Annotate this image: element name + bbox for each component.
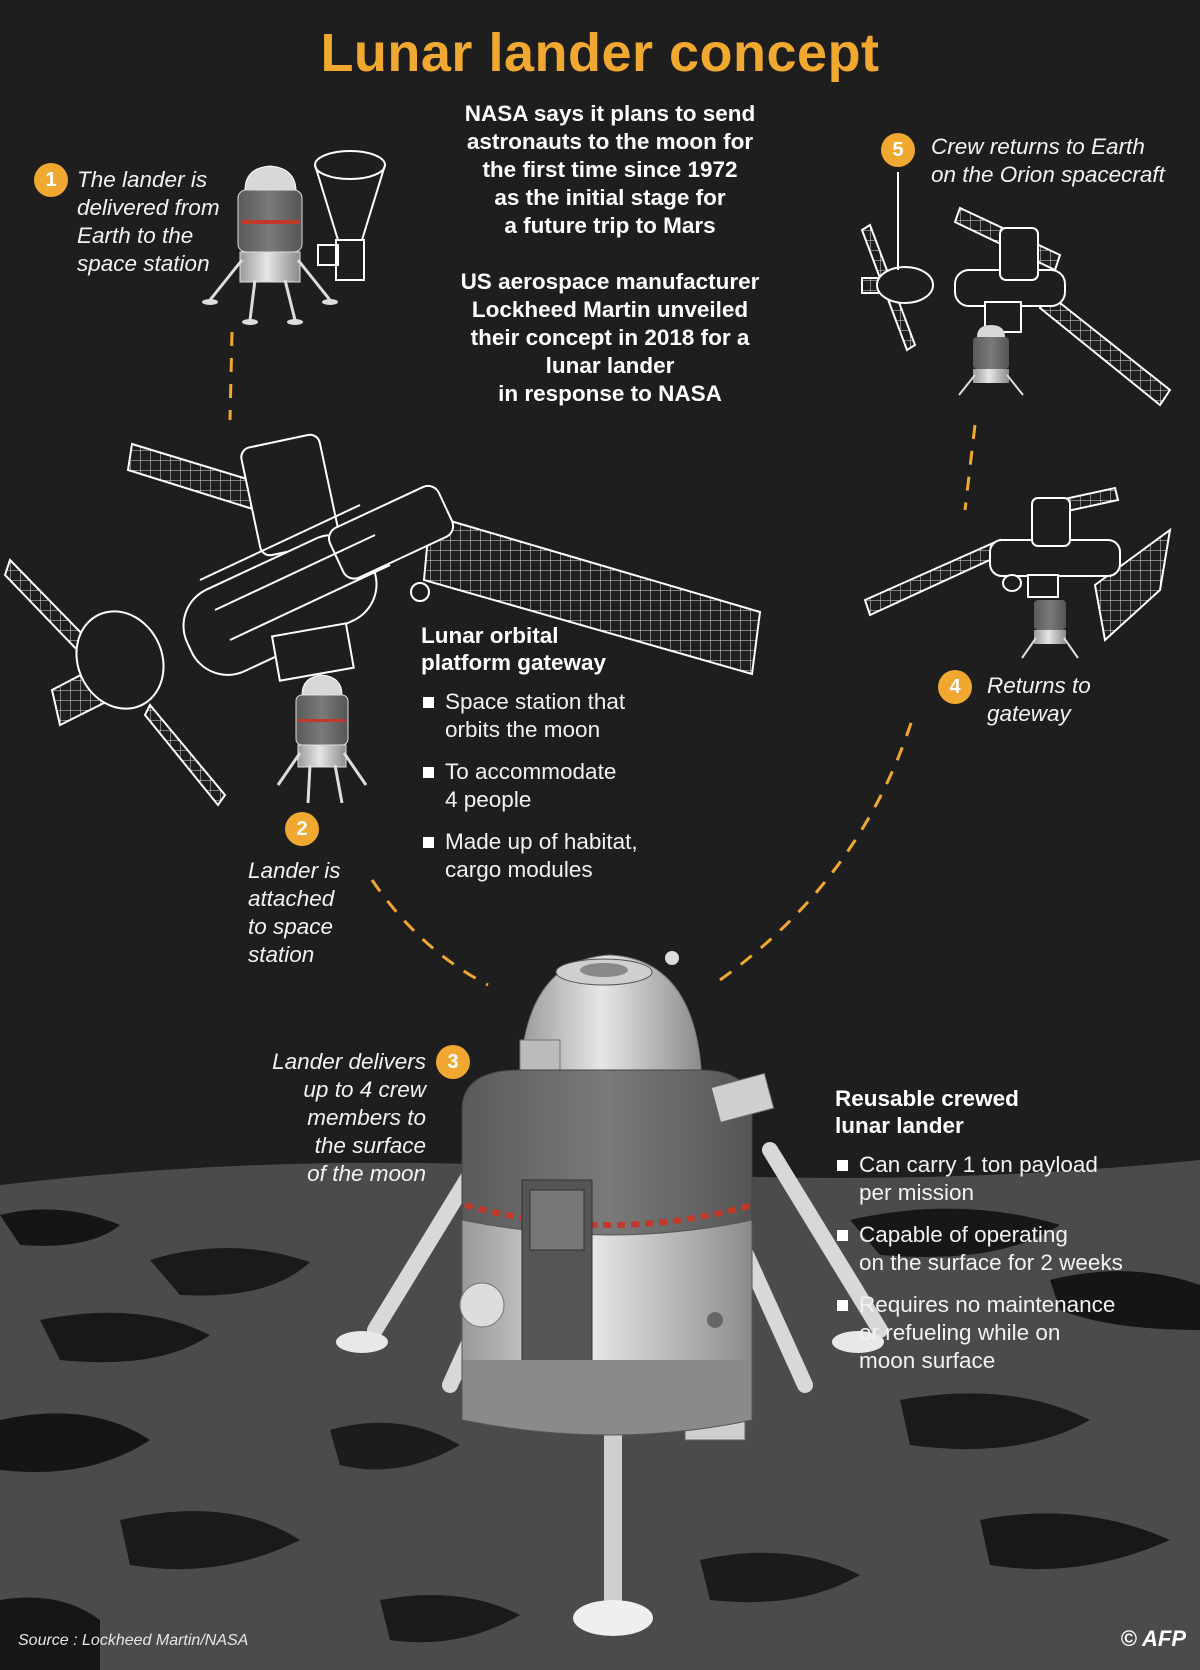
bullet-square-icon: [837, 1160, 848, 1171]
step-4-badge: 4: [938, 670, 972, 704]
orion-gateway-icon: [860, 172, 1172, 407]
bullet-square-icon: [837, 1230, 848, 1241]
trajectory-lines: [228, 331, 977, 987]
source-credit: Source : Lockheed Martin/NASA: [18, 1632, 249, 1649]
step-5-text: Crew returns to Earth on the Orion space…: [931, 134, 1165, 187]
gateway-bullet-3: Made up of habitat, cargo modules: [421, 828, 741, 884]
orion-spacecraft-icon: [314, 150, 386, 281]
intro-paragraph-2: US aerospace manufacturer Lockheed Marti…: [460, 269, 760, 406]
lander-small-icon: [202, 165, 338, 325]
lander-attached-icon: [276, 674, 368, 804]
lander-return-icon: [958, 325, 1024, 396]
bullet-square-icon: [423, 767, 434, 778]
gateway-info: Lunar orbital platform gateway Space sta…: [421, 622, 741, 898]
lander-info: Reusable crewed lunar lander Can carry 1…: [835, 1085, 1180, 1389]
step-1-text: The lander is delivered from Earth to th…: [77, 167, 220, 276]
lander-bullet-1: Can carry 1 ton payload per mission: [835, 1151, 1180, 1207]
lander-docked-icon: [1021, 600, 1079, 659]
gateway-station-icon: [3, 433, 762, 807]
step-3-text: Lander delivers up to 4 crew members to …: [272, 1049, 426, 1186]
step-3-badge: 3: [436, 1045, 470, 1079]
step-1-badge: 1: [34, 163, 68, 197]
lander-bullet-3: Requires no maintenance or refueling whi…: [835, 1291, 1180, 1375]
gateway-return-icon: [863, 486, 1172, 642]
gateway-bullet-1: Space station that orbits the moon: [421, 688, 741, 744]
step-5-badge: 5: [881, 133, 915, 167]
intro-text: NASA says it plans to send astronauts to…: [430, 100, 790, 408]
gateway-heading: Lunar orbital platform gateway: [421, 623, 607, 675]
intro-paragraph-1: NASA says it plans to send astronauts to…: [464, 101, 756, 238]
afp-logo: © AFP: [1120, 1626, 1186, 1651]
bullet-square-icon: [423, 697, 434, 708]
lander-bullets: Can carry 1 ton payload per mission Capa…: [835, 1151, 1180, 1375]
bullet-square-icon: [837, 1300, 848, 1311]
gateway-bullet-2: To accommodate 4 people: [421, 758, 741, 814]
step-2-text: Lander is attached to space station: [248, 858, 341, 967]
gateway-bullets: Space station that orbits the moon To ac…: [421, 688, 741, 884]
lander-bullet-2: Capable of operating on the surface for …: [835, 1221, 1180, 1277]
lander-heading: Reusable crewed lunar lander: [835, 1086, 1019, 1138]
lunar-lander-large-icon: [336, 951, 888, 1636]
bullet-square-icon: [423, 837, 434, 848]
step-2-badge: 2: [285, 812, 319, 846]
page-title: Lunar lander concept: [320, 23, 880, 83]
step-4-text: Returns to gateway: [987, 673, 1091, 726]
